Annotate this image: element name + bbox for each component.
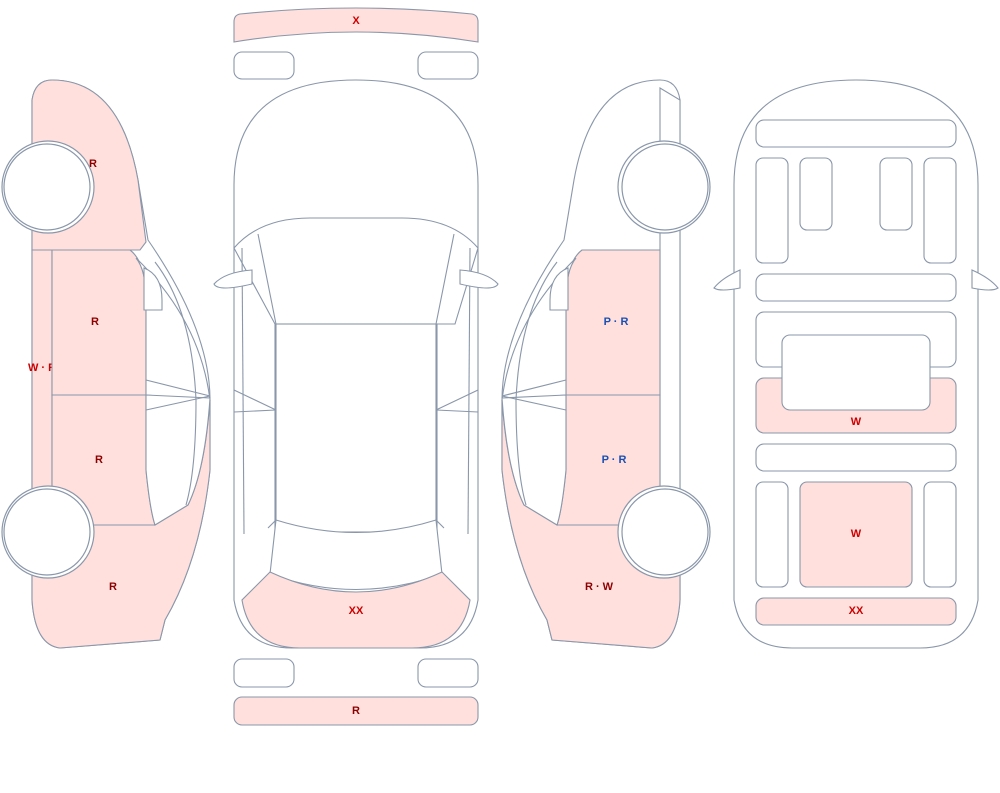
right-headlight-panel[interactable] (417, 51, 479, 80)
underbody-tail-panel[interactable] (755, 597, 957, 626)
front-bumper-group: X (233, 7, 479, 43)
right-front-door-label: P · R (604, 316, 629, 328)
left-front-tire[interactable] (3, 143, 91, 231)
right-taillight-panel[interactable] (417, 658, 479, 688)
right-mirror[interactable] (459, 269, 499, 289)
underbody-rear-label: W (851, 528, 862, 540)
top-rear-panel-label: XX (349, 605, 364, 617)
roof-panel[interactable] (274, 323, 438, 533)
left-front-door[interactable] (51, 249, 147, 396)
left-rocker-label: W · R (28, 362, 56, 374)
left-headlight-panel[interactable] (233, 51, 295, 80)
underbody-mid-label: W (851, 416, 862, 428)
top-view: XX (213, 79, 499, 649)
left-taillight-panel[interactable] (233, 658, 295, 688)
right-b-pillar (501, 379, 567, 411)
right-front-tire[interactable] (621, 143, 709, 231)
right-sill-line (467, 247, 471, 535)
underbody-fuel-tank[interactable] (781, 334, 931, 411)
left-mirror[interactable] (213, 269, 253, 289)
left-sill-line (241, 247, 245, 535)
front-bumper[interactable] (233, 7, 479, 43)
left-b-pillar (145, 379, 211, 411)
left-rear-glass[interactable] (145, 394, 211, 526)
underbody-left-wing (713, 269, 741, 291)
right-window-trim (515, 261, 558, 506)
windshield[interactable] (233, 217, 479, 325)
underbody-right-front-rail[interactable] (923, 157, 957, 264)
left-rear-quarter-label: R (109, 581, 117, 593)
underbody-right-engine-mount[interactable] (879, 157, 913, 231)
right-rear-glass[interactable] (501, 394, 567, 526)
left-mirror-side[interactable] (143, 267, 163, 311)
underbody-front-crossmember[interactable] (755, 119, 957, 148)
underbody-left-front-rail[interactable] (755, 157, 789, 264)
right-rear-door-label: P · R (602, 454, 627, 466)
left-front-door-label: R (91, 316, 99, 328)
right-side-view: P · R P · R R · W (501, 79, 711, 649)
left-pillar-line (257, 233, 277, 529)
rear-bumper-label: R (352, 705, 360, 717)
right-rear-quarter-label: R · W (585, 581, 614, 593)
right-rear-tire[interactable] (621, 488, 709, 576)
underbody-rear-floor[interactable] (799, 481, 913, 588)
front-bumper-label: X (352, 15, 360, 27)
underbody-right-rear-rail[interactable] (923, 481, 957, 588)
left-rear-tire[interactable] (3, 488, 91, 576)
top-rear-panel[interactable] (241, 571, 471, 649)
left-front-fender-label: R (89, 158, 97, 170)
underbody-rear-crossmember[interactable] (755, 443, 957, 472)
left-rear-door-label: R (95, 454, 103, 466)
right-mirror-side[interactable] (549, 267, 569, 311)
underbody-view: W W XX (713, 79, 999, 649)
left-door-split-line (233, 389, 277, 413)
right-door-split-line (435, 389, 479, 413)
underbody-left-rear-rail[interactable] (755, 481, 789, 588)
underbody-bottom-label: XX (849, 605, 864, 617)
left-window-trim (154, 261, 197, 506)
underbody-right-wing (971, 269, 999, 291)
rear-bumper[interactable] (233, 696, 479, 726)
rear-bumper-group: R (233, 696, 479, 726)
right-pillar-line (435, 233, 455, 529)
left-side-view: R W · R R R R (1, 79, 211, 649)
underbody-firewall-crossmember[interactable] (755, 273, 957, 302)
underbody-left-engine-mount[interactable] (799, 157, 833, 231)
